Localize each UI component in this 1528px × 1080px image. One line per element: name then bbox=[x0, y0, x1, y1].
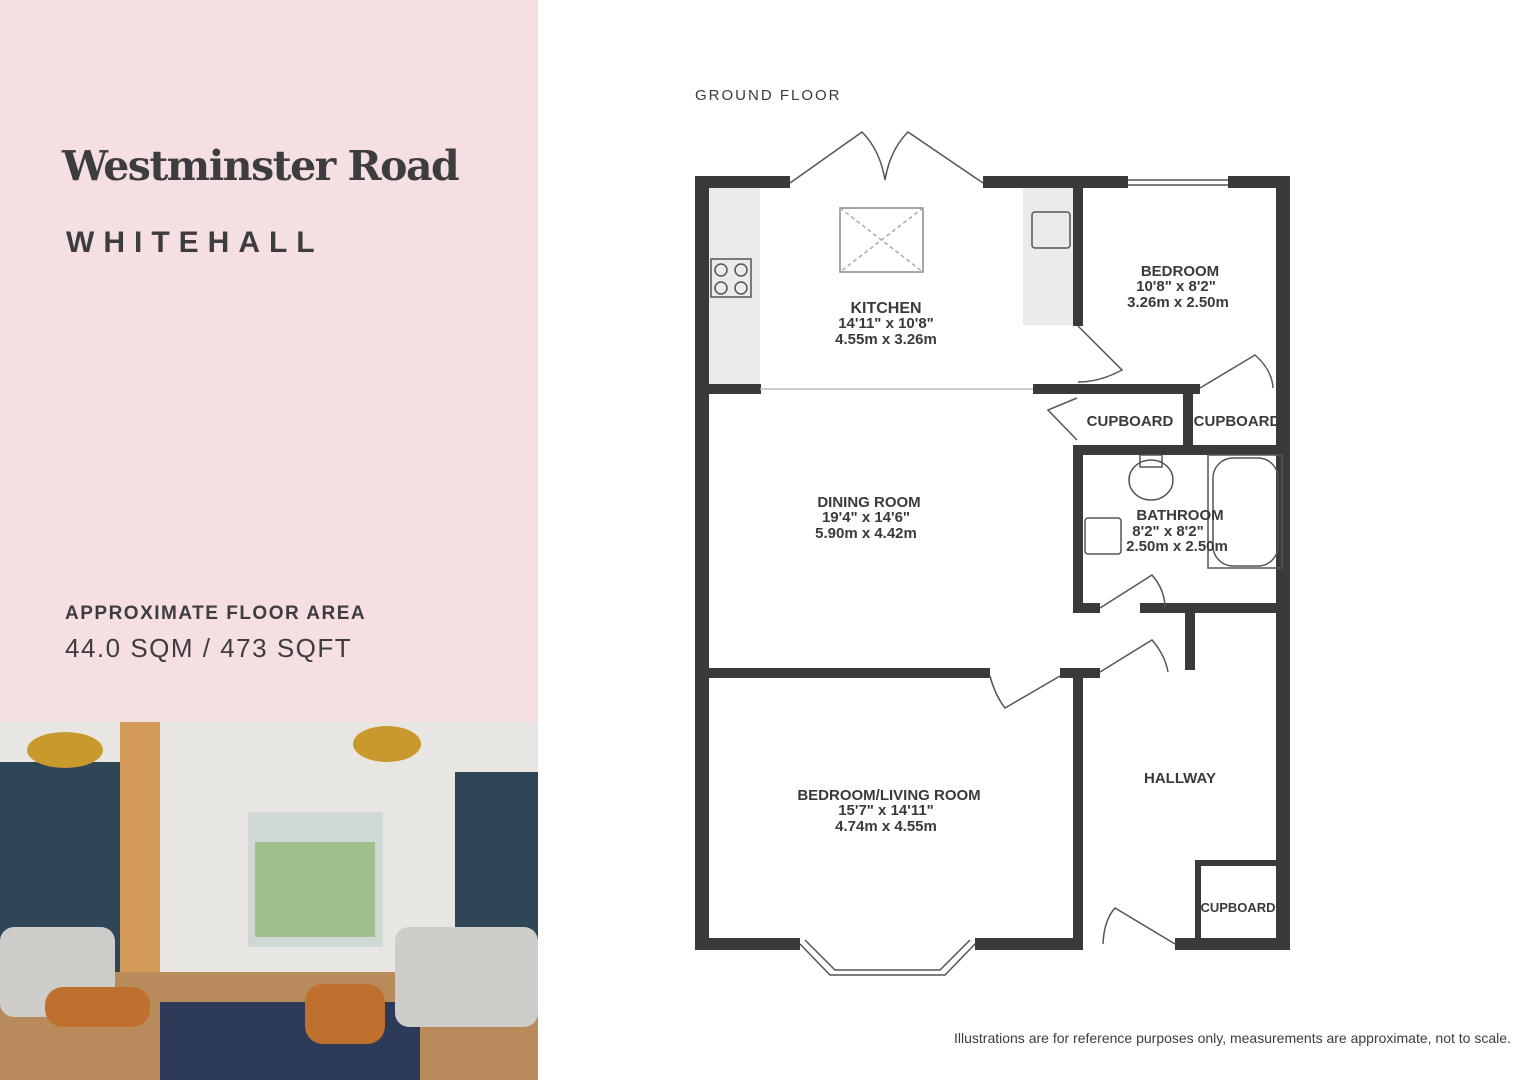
cupboard-label: CUPBOARD bbox=[1087, 413, 1174, 430]
fixtures bbox=[710, 131, 1283, 976]
dining-imperial: 19'4" x 14'6" bbox=[822, 509, 910, 526]
living-imperial: 15'7" x 14'11" bbox=[838, 802, 934, 819]
bedroom-metric: 3.26m x 2.50m bbox=[1127, 294, 1229, 311]
kitchen-metric: 4.55m x 3.26m bbox=[835, 331, 937, 348]
bedroom-imperial: 10'8" x 8'2" bbox=[1136, 278, 1216, 295]
bathroom-metric: 2.50m x 2.50m bbox=[1126, 538, 1228, 555]
room-labels: KITCHEN 14'11" x 10'8" 4.55m x 3.26m BED… bbox=[797, 263, 1280, 915]
bathroom-label: BATHROOM bbox=[1136, 507, 1223, 524]
disclaimer: Illustrations are for reference purposes… bbox=[954, 1030, 1511, 1046]
floor-area-value: 44.0 SQM / 473 SQFT bbox=[65, 633, 353, 663]
hallway-label: HALLWAY bbox=[1144, 770, 1216, 787]
kitchen-counters bbox=[709, 188, 1073, 388]
walls bbox=[695, 176, 1290, 950]
floor-label: GROUND FLOOR bbox=[695, 87, 842, 104]
dining-label: DINING ROOM bbox=[817, 494, 920, 511]
info-panel: Westminster Road WHITEHALL APPROXIMATE F… bbox=[0, 0, 538, 722]
living-metric: 4.74m x 4.55m bbox=[835, 818, 937, 835]
floor-area-label: APPROXIMATE FLOOR AREA bbox=[65, 603, 367, 624]
kitchen-label: KITCHEN bbox=[850, 300, 921, 317]
dining-metric: 5.90m x 4.42m bbox=[815, 525, 917, 542]
living-label: BEDROOM/LIVING ROOM bbox=[797, 787, 980, 804]
cupboard-label-2: CUPBOARD bbox=[1194, 413, 1281, 430]
cupboard-label-3: CUPBOARD bbox=[1200, 900, 1275, 915]
bathroom-imperial: 8'2" x 8'2" bbox=[1132, 523, 1203, 540]
kitchen-imperial: 14'11" x 10'8" bbox=[838, 315, 934, 332]
property-title: Westminster Road bbox=[62, 142, 460, 190]
property-area: WHITEHALL bbox=[66, 226, 324, 259]
bedroom-label: BEDROOM bbox=[1141, 263, 1219, 280]
living-room-photo bbox=[0, 722, 538, 1080]
